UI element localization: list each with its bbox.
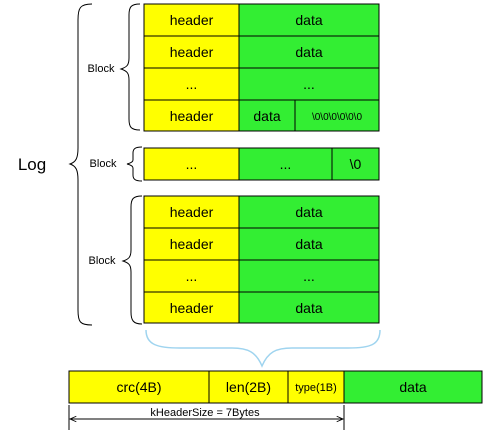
- data-cell: data: [295, 300, 322, 316]
- block-1-label: Block: [88, 63, 115, 75]
- data-cell: ...: [280, 156, 292, 172]
- record-layout: crc(4B) len(2B) type(1B) data: [68, 370, 483, 404]
- data-cell: data: [295, 12, 322, 28]
- header-size-dimension: kHeaderSize = 7Bytes: [68, 405, 345, 430]
- header-size-label: kHeaderSize = 7Bytes: [150, 407, 260, 419]
- data-cell: data: [295, 44, 322, 60]
- padding-cell: \0\0\0\0\0\0: [312, 112, 362, 123]
- block-3-brace: [121, 195, 143, 325]
- header-cell: header: [170, 236, 214, 252]
- data-cell: data: [253, 108, 280, 124]
- log-brace: [68, 3, 93, 326]
- type-field: [287, 370, 345, 404]
- block-1-row-1: header data: [143, 3, 380, 37]
- block-3-row-4: header data: [143, 291, 380, 324]
- type-label: type(1B): [295, 382, 337, 394]
- block-2-label: Block: [90, 158, 117, 170]
- block-1-row-2: header data: [143, 35, 380, 69]
- block-2-row-1: ... ... \0: [143, 147, 380, 181]
- block-2-brace: [126, 146, 143, 182]
- record-data-field: [343, 370, 483, 404]
- data-cell: ...: [303, 268, 315, 284]
- block-3-row-1: header data: [143, 195, 380, 229]
- data-cell: ...: [303, 76, 315, 92]
- block-3-label: Block: [89, 255, 116, 267]
- header-cell: ...: [186, 76, 198, 92]
- padding-cell: \0: [350, 156, 362, 172]
- block-1: header data header data ... ... header d…: [143, 3, 380, 132]
- block-1-row-3: ... ...: [143, 67, 380, 101]
- log-label: Log: [18, 155, 46, 174]
- block-2: ... ... \0: [143, 147, 380, 181]
- data-cell: data: [295, 236, 322, 252]
- header-cell: header: [170, 108, 214, 124]
- block-3-row-3: ... ...: [143, 259, 380, 293]
- header-cell: ...: [186, 156, 198, 172]
- header-cell: header: [170, 204, 214, 220]
- crc-field: [68, 370, 210, 404]
- block-3-row-2: header data: [143, 227, 380, 261]
- header-cell: header: [170, 44, 214, 60]
- block-1-brace: [119, 3, 141, 131]
- header-cell: header: [170, 12, 214, 28]
- header-cell: header: [170, 300, 214, 316]
- block-3: header data header data ... ... header d…: [143, 195, 380, 324]
- record-expand-brace: [145, 329, 381, 368]
- data-cell: data: [295, 204, 322, 220]
- block-1-row-4: header data \0\0\0\0\0\0: [143, 99, 380, 132]
- crc-label: crc(4B): [116, 379, 161, 395]
- record-data-label: data: [399, 379, 426, 395]
- header-cell: ...: [186, 268, 198, 284]
- len-label: len(2B): [226, 379, 271, 395]
